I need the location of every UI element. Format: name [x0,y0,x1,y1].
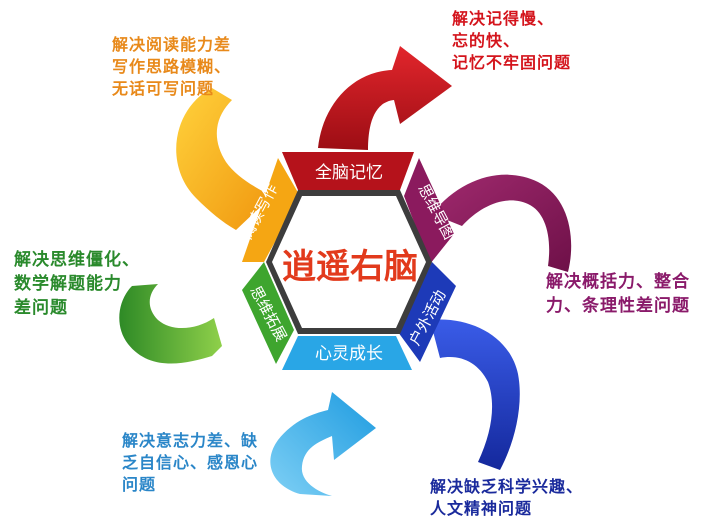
center-hexagon-inner [272,196,426,328]
heart-description: 解决意志力差、缺 乏自信心、感恩心 问题 [122,431,259,494]
segment-memory[interactable] [282,152,414,190]
heart-arrow [270,392,376,496]
segment-label-heart: 心灵成长 [315,344,383,364]
segment-outdoor[interactable] [398,262,456,362]
thinking-arrow [119,284,222,364]
center-title: 逍遥右脑 [282,247,418,287]
memory-arrow [318,46,452,150]
mindmap-description: 解决概括力、整合 力、条理性差问题 [546,272,690,316]
outdoor-arrow [430,319,520,470]
segment-reading[interactable] [242,158,300,262]
thinking-description: 解决思维僵化、 数学解题能力 差问题 [14,250,140,318]
memory-description: 解决记得慢、 忘的快、 记忆不牢固问题 [452,9,572,72]
mindmap-arrow [432,174,572,272]
segment-thinking[interactable] [242,262,294,364]
reading-description: 解决阅读能力差 写作思路模糊、 无话可写问题 [112,35,232,98]
outdoor-description: 解决缺乏科学兴趣、 人文精神问题 [430,477,584,518]
segment-label-memory: 全脑记忆 [315,163,383,183]
reading-arrow [176,88,272,230]
segment-heart[interactable] [282,336,412,370]
segment-mindmap[interactable] [404,158,454,264]
